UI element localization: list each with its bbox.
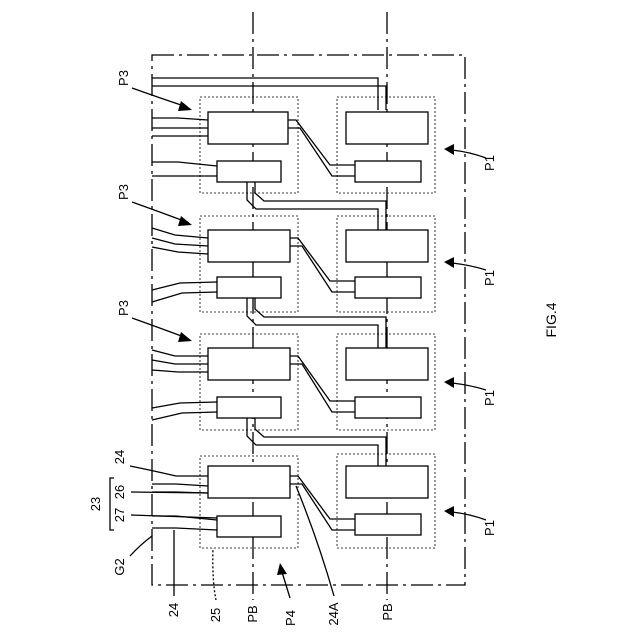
- leader-p1-4: [452, 512, 486, 520]
- module-p1-lower-box: [355, 161, 421, 182]
- label-27: 27: [112, 508, 127, 522]
- link-upper: [290, 356, 355, 401]
- link-lower: [290, 364, 355, 412]
- wire-bridge-inner: [255, 298, 386, 349]
- figure-caption: FIG.4: [543, 302, 559, 337]
- label-g2: G2: [112, 558, 127, 575]
- leader-p3-1: [132, 88, 184, 106]
- module-27-box: [217, 277, 281, 298]
- module-27-box: [217, 161, 281, 182]
- lead-upper-1: [152, 118, 208, 120]
- label-25: 25: [208, 608, 223, 622]
- lead-upper-3: [152, 370, 208, 372]
- arrow-p1-4: [444, 506, 454, 517]
- label-p3-1: P3: [116, 70, 131, 86]
- module-p1-upper-box: [346, 348, 428, 380]
- arrow-p4: [277, 563, 287, 575]
- module-26-box: [208, 230, 290, 262]
- lead-lower-2: [152, 412, 217, 420]
- leader-p1-2: [452, 263, 486, 270]
- unit-1: [152, 97, 435, 233]
- module-p1-upper-box: [346, 112, 428, 144]
- link-lower: [290, 484, 355, 530]
- arrow-p3-3: [178, 332, 192, 342]
- module-p1-lower-box: [355, 397, 421, 418]
- module-p1-lower-box: [355, 514, 421, 535]
- leader-p3-3: [132, 318, 184, 337]
- label-pb-left: PB: [245, 605, 260, 622]
- arrow-p1-2: [444, 257, 454, 268]
- unit-2: [152, 216, 435, 349]
- label-p1-4: P1: [482, 520, 497, 536]
- wire-bridge-outer: [247, 298, 378, 349]
- label-24-upper: 24: [112, 450, 127, 464]
- wire-bridge-inner: [255, 418, 386, 467]
- arrow-p3-1: [178, 101, 192, 111]
- label-p1-3: P1: [482, 390, 497, 406]
- wire-bridge-outer: [247, 182, 378, 233]
- module-p1-upper-box: [346, 230, 428, 262]
- lead-upper-1: [152, 228, 208, 238]
- link-upper: [288, 120, 355, 165]
- lead-lower-1: [152, 282, 217, 290]
- label-24-lower: 24: [166, 603, 181, 617]
- module-26-box: [208, 466, 290, 498]
- module-26-box: [208, 112, 288, 144]
- label-p3-3: P3: [116, 300, 131, 316]
- label-pb-right: PB: [380, 603, 395, 620]
- arrow-p1-3: [444, 377, 454, 388]
- lead-lower-2: [152, 528, 217, 530]
- lead-lower-1: [152, 162, 217, 166]
- module-26-box: [208, 348, 290, 380]
- label-24a: 24A: [326, 602, 341, 625]
- link-upper: [290, 476, 355, 519]
- leader-25: [213, 548, 216, 600]
- leader-p1-1: [452, 150, 486, 158]
- lead-lower-2: [152, 292, 217, 302]
- link-lower: [290, 246, 355, 292]
- unit-4: [152, 454, 435, 548]
- unit-3: [152, 334, 435, 467]
- leader-g2: [130, 536, 152, 556]
- module-p1-upper-box: [346, 466, 428, 498]
- module-27-box: [217, 516, 281, 537]
- arrow-p1-1: [444, 144, 454, 155]
- wire-bridge-inner: [255, 182, 386, 233]
- label-p4: P4: [283, 610, 298, 626]
- module-p1-lower-box: [355, 277, 421, 298]
- label-p1-2: P1: [482, 270, 497, 286]
- wire-bridge-outer: [247, 418, 378, 467]
- label-26: 26: [112, 485, 127, 499]
- link-upper: [290, 238, 355, 281]
- label-23: 23: [88, 497, 103, 511]
- arrow-p3-2: [178, 216, 192, 226]
- leader-24-upper: [130, 466, 176, 476]
- module-27-box: [217, 397, 281, 418]
- leader-24a: [296, 486, 334, 596]
- lead-lower-1: [152, 402, 217, 408]
- label-p3-2: P3: [116, 184, 131, 200]
- lead-upper-2: [152, 484, 208, 486]
- leader-p3-2: [132, 202, 184, 221]
- leader-p1-3: [452, 383, 486, 390]
